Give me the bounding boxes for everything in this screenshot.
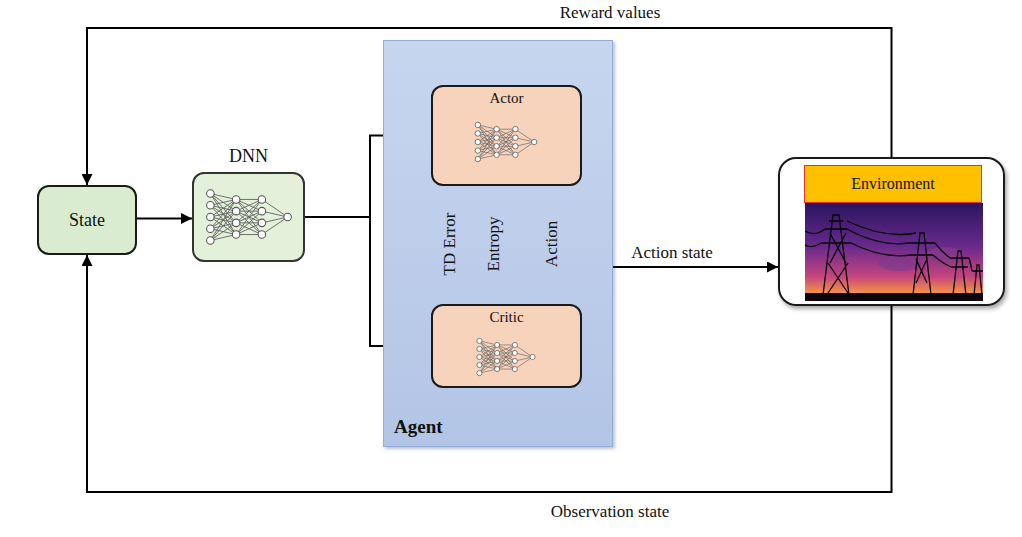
node-label: Environment bbox=[804, 165, 982, 203]
node-label: Actor bbox=[489, 90, 523, 184]
node-label: Agent bbox=[394, 416, 443, 438]
edge-label: Entropy bbox=[484, 217, 504, 272]
critic-box: Critic bbox=[431, 304, 582, 388]
node-label: Critic bbox=[489, 309, 523, 386]
connector-arrow bbox=[137, 218, 192, 220]
edge-label: Action bbox=[542, 221, 562, 267]
edge-label: Reward values bbox=[560, 3, 661, 23]
dnn-box: DNN bbox=[192, 172, 305, 262]
edge-label: TD Error bbox=[440, 213, 460, 276]
network-icon bbox=[201, 184, 297, 250]
edge-label: Observation state bbox=[551, 502, 670, 522]
edge-label: Action state bbox=[631, 243, 713, 263]
environment-box: Environment bbox=[778, 157, 1005, 306]
state-box: State bbox=[37, 185, 137, 255]
network-icon bbox=[473, 334, 539, 380]
power-line-picture bbox=[805, 203, 983, 301]
node-label: State bbox=[69, 210, 105, 231]
actor-box: Actor bbox=[431, 85, 582, 186]
network-icon bbox=[471, 117, 541, 167]
node-label: DNN bbox=[229, 146, 268, 167]
